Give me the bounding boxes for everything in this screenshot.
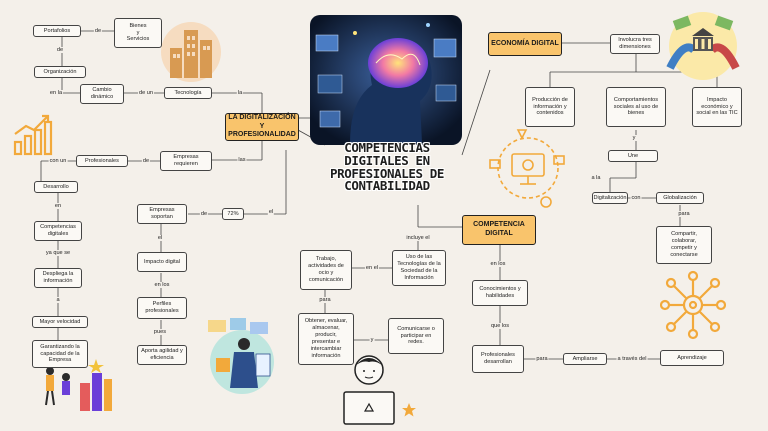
brain-hero-image: [310, 15, 462, 145]
label-para: para: [677, 211, 690, 217]
obtener-node: Obtener, evaluar, almacenar, producir, p…: [298, 313, 354, 365]
empresas-requieren-node: Empresas requieren: [160, 151, 212, 171]
label-en-los: en los: [490, 261, 507, 267]
growth-chart-icon: [12, 112, 54, 158]
digitalizacion-node: Digitalización: [592, 192, 628, 204]
trabajo-node: Trabajo, actividades de ocio y comunicac…: [300, 250, 352, 290]
profesionales-desarrollan-node: Profesionales desarrollan: [472, 345, 524, 373]
ampliarse-node: Ampliarse: [563, 353, 607, 365]
network-gear-icon: [660, 268, 726, 342]
porcentaje-node: 72%: [222, 208, 244, 220]
label-en-los: en los: [154, 282, 171, 288]
economia-digital-node: ECONOMÍA DIGITAL: [488, 32, 562, 56]
label-para: para: [535, 356, 548, 362]
label-en-el: en el: [365, 265, 379, 271]
woman-dashboard-icon: [198, 318, 280, 394]
desarrollo-node: Desarrollo: [34, 181, 78, 193]
garantizando-node: Garantizando la capacidad de la Empresa: [32, 340, 88, 368]
comportamientos-node: Comportamientos sociales al uso de biene…: [606, 87, 666, 127]
label-con-un: con un: [49, 158, 68, 164]
comunicarse-node: Comunicarse o participar en redes.: [388, 318, 444, 354]
label-ya-que-se: ya que se: [45, 250, 71, 256]
label-a: a: [55, 297, 60, 303]
label-el: el: [157, 235, 163, 241]
computer-gear-icon: [488, 128, 568, 212]
label-de: de: [142, 158, 150, 164]
label-en-la: en la: [49, 90, 63, 96]
compartir-node: Compartir, colaborar, competir y conecta…: [656, 226, 712, 264]
label-y: y: [370, 337, 375, 343]
main-title: COMPETENCIAS DIGITALES EN PROFESIONALES …: [312, 142, 462, 193]
label-la: la: [237, 90, 243, 96]
handshake-bank-icon: [660, 10, 746, 82]
aprendizaje-node: Aprendizaje: [660, 350, 724, 366]
label-las: las: [237, 157, 246, 163]
digitalizacion-profesionalidad-node: LA DIGITALIZACIÓN Y PROFESIONALIDAD: [225, 113, 299, 141]
tecnologia-node: Tecnología: [164, 87, 212, 99]
profesionales-node: Profesionales: [76, 155, 128, 167]
label-a-traves-del: a través del: [617, 356, 648, 362]
label-de: de: [56, 47, 64, 53]
label-a-la: a la: [590, 175, 601, 181]
portafolios-node: Portafolios: [33, 25, 81, 37]
label-de: de: [200, 211, 208, 217]
label-de-un: de un: [138, 90, 154, 96]
label-de: de: [94, 28, 102, 34]
cambio-dinamico-node: Cambio dinámico: [80, 84, 124, 104]
label-pues: pues: [153, 329, 167, 335]
impacto-digital-node: Impacto digital: [137, 252, 187, 272]
une-node: Une: [608, 150, 658, 162]
label-el: el: [268, 209, 274, 215]
competencias-digitales-node: Competencias digitales: [34, 221, 82, 241]
competencia-digital-node: COMPETENCIA DIGITAL: [462, 215, 536, 245]
buildings-icon: [160, 18, 222, 86]
label-con: con: [630, 195, 641, 201]
aporta-agilidad-node: Aporta agilidad y eficiencia: [137, 345, 187, 365]
produccion-node: Producción de información y contenidos: [525, 87, 575, 127]
label-incluye-el: incluye el: [405, 235, 430, 241]
label-para: para: [318, 297, 331, 303]
impacto-economico-node: Impacto económico y social en las TIC: [692, 87, 742, 127]
perfiles-profesionales-node: Perfiles profesionales: [137, 297, 187, 319]
despliega-node: Despliega la información: [34, 268, 82, 288]
involucra-node: Involucra tres dimensiones: [610, 34, 660, 54]
label-y: y: [632, 135, 637, 141]
bienes-servicios-node: Bienes y Servicios: [114, 18, 162, 48]
uso-tecnologias-node: Uso de las Tecnologías de la Sociedad de…: [392, 250, 446, 286]
organizacion-node: Organización: [34, 66, 86, 78]
label-que-los: que los: [490, 323, 510, 329]
globalizacion-node: Globalización: [656, 192, 704, 204]
conocimientos-node: Conocimientos y habilidades: [472, 280, 528, 306]
label-en: en: [54, 203, 62, 209]
mayor-velocidad-node: Mayor velocidad: [32, 316, 88, 328]
empresas-soportan-node: Empresas soportan: [137, 204, 187, 224]
star-icon: [402, 403, 416, 417]
